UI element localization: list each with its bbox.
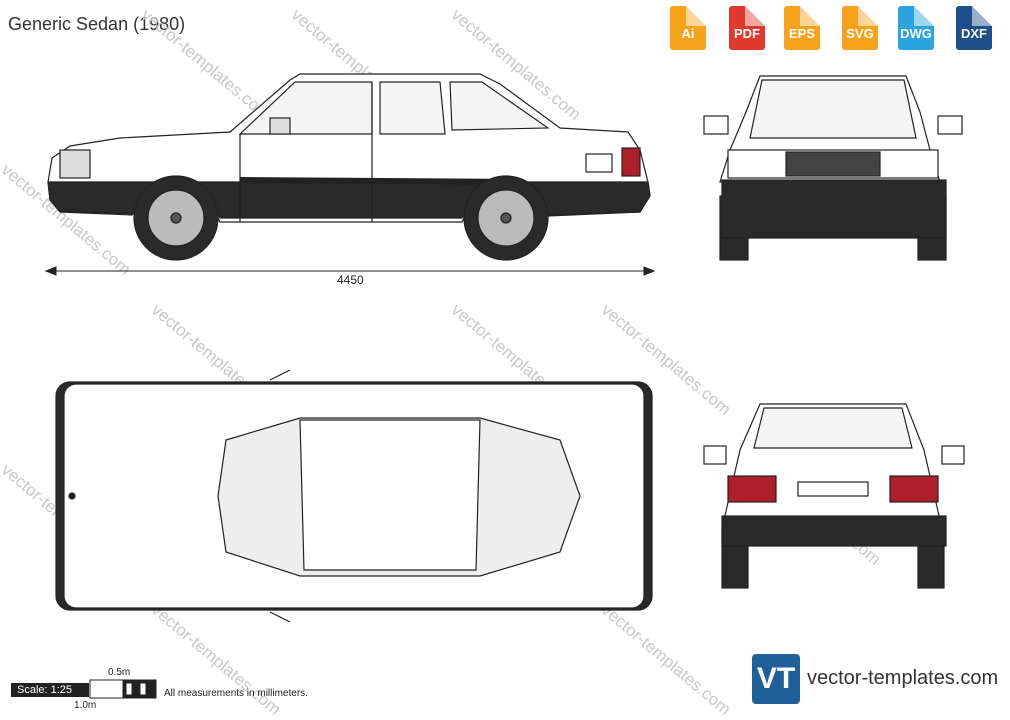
eps-label: EPS xyxy=(788,26,815,41)
front-view xyxy=(703,75,963,261)
scale-label: Scale: 1:25 xyxy=(11,683,89,697)
length-dimension-label: 4450 xyxy=(337,273,364,287)
scale-one-meter-label: 1.0m xyxy=(74,700,97,711)
page-title: Generic Sedan (1980) xyxy=(8,14,186,34)
side-wheel-rear xyxy=(463,175,549,261)
rear-view xyxy=(703,403,965,589)
pdf-file-icon[interactable]: PDF xyxy=(725,6,769,50)
measurement-note: All measurements in millimeters. xyxy=(164,688,308,699)
ai-file-icon[interactable]: Ai xyxy=(666,6,710,50)
dxf-label: DXF xyxy=(961,26,987,41)
length-dimension-line xyxy=(44,266,656,276)
vt-logo-icon[interactable]: VT xyxy=(752,654,800,704)
svg-file-icon[interactable]: SVG xyxy=(838,6,882,50)
scale-bar xyxy=(89,679,157,699)
eps-file-icon[interactable]: EPS xyxy=(780,6,824,50)
scale-half-meter-label: 0.5m xyxy=(108,667,131,678)
brand-link[interactable]: vector-templates.com xyxy=(807,667,999,689)
svg-label: SVG xyxy=(846,26,874,41)
dwg-file-icon[interactable]: DWG xyxy=(894,6,938,50)
pdf-label: PDF xyxy=(734,26,760,41)
dxf-file-icon[interactable]: DXF xyxy=(952,6,996,50)
side-wheel-front xyxy=(133,175,219,261)
dwg-label: DWG xyxy=(900,26,932,41)
ai-label: Ai xyxy=(681,26,695,41)
top-view xyxy=(55,369,653,623)
